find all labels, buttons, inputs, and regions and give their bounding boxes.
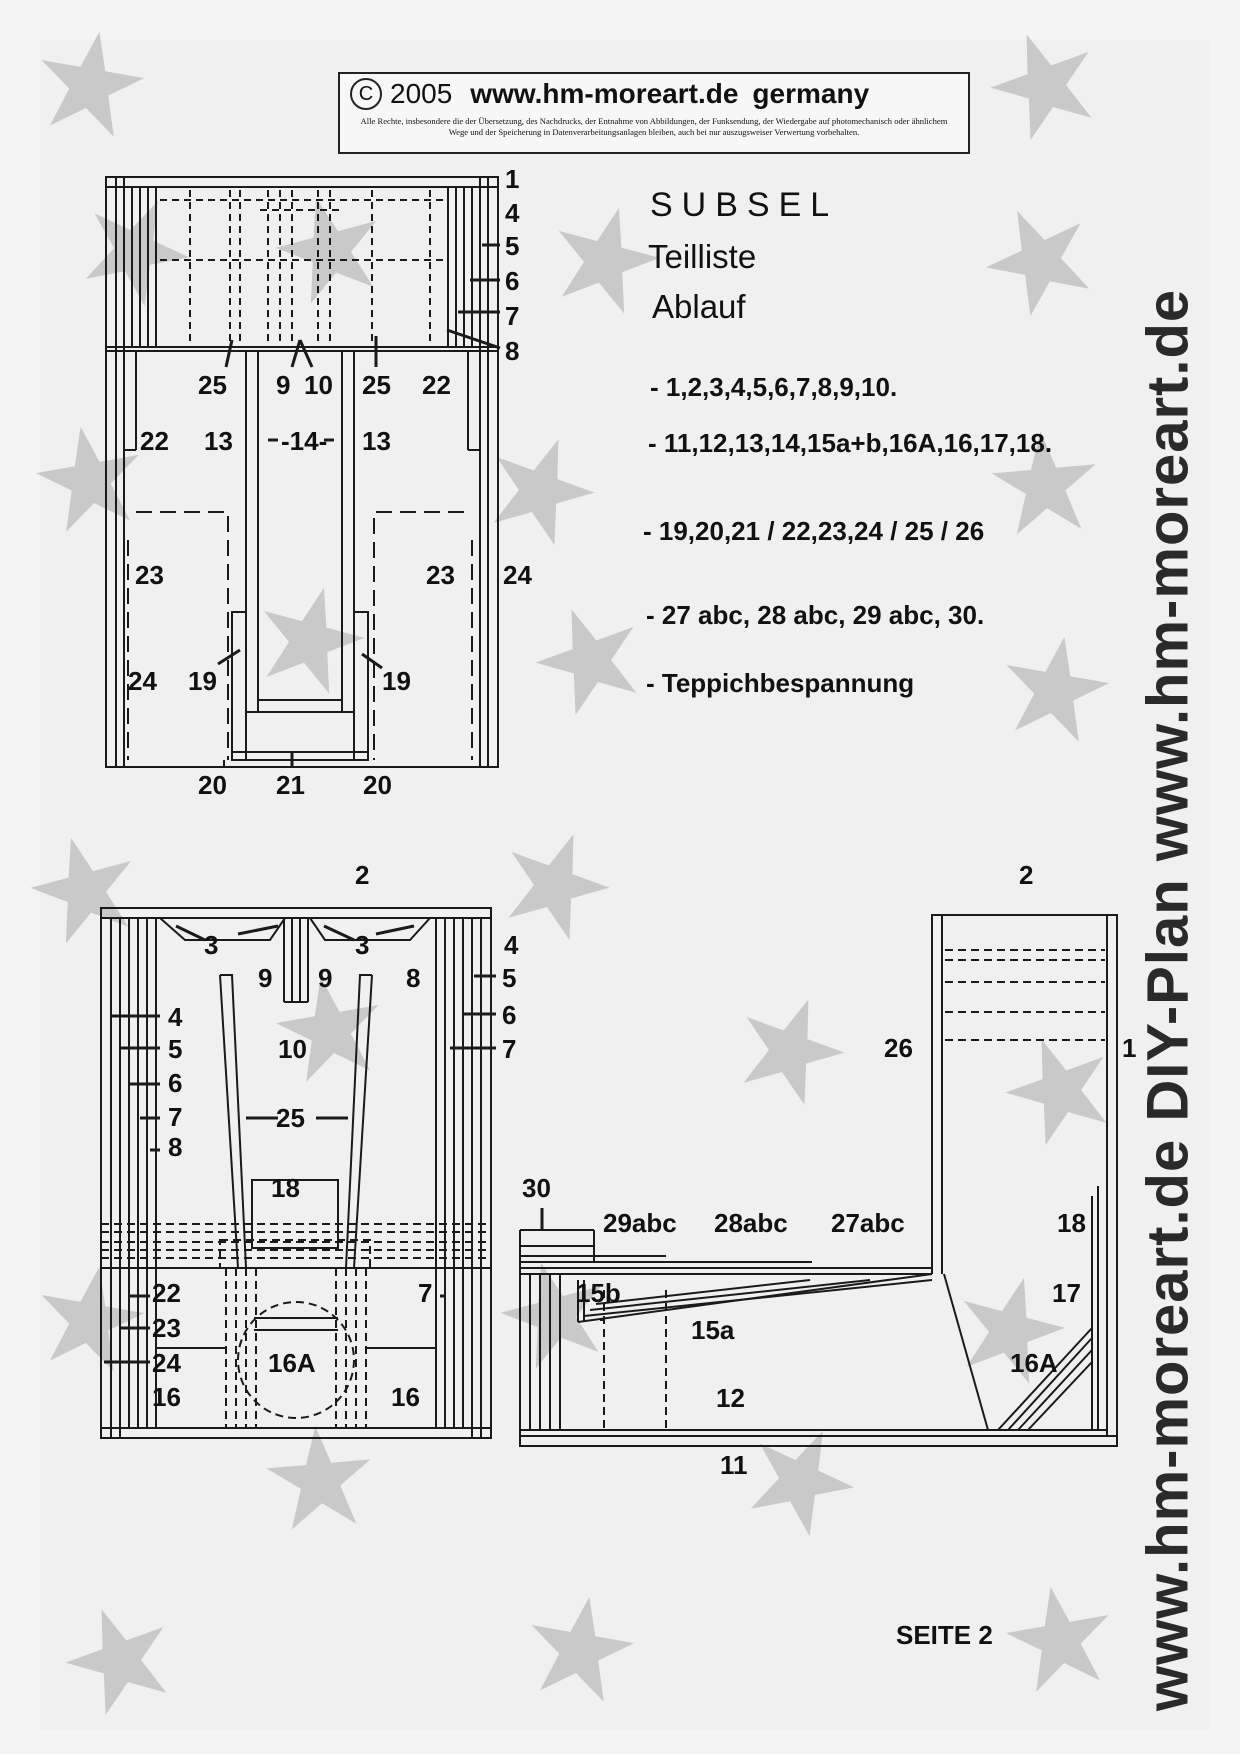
top-view-drawing: [105, 176, 499, 768]
part-label: 23: [135, 560, 164, 590]
part-label: 24: [152, 1348, 181, 1378]
part-label: 3: [355, 930, 370, 960]
part-label: 2: [1019, 860, 1034, 890]
part-label: 8: [168, 1132, 183, 1162]
part-label: 22: [140, 426, 169, 456]
part-label: 25: [198, 370, 227, 400]
part-label: 10: [304, 370, 333, 400]
paper-sheet: [40, 40, 1210, 1730]
part-label: 29abc: [603, 1208, 677, 1238]
part-label: 23: [152, 1313, 181, 1343]
part-label: 25: [276, 1103, 305, 1133]
part-label: 5: [168, 1034, 183, 1064]
part-label: 26: [884, 1033, 913, 1063]
part-label: 3: [204, 930, 219, 960]
part-label: 4: [168, 1002, 183, 1032]
part-label: 6: [168, 1068, 183, 1098]
subtitle-parts-list: Teilliste: [648, 238, 757, 275]
part-label: 10: [278, 1034, 307, 1064]
subtitle-sequence: Ablauf: [652, 288, 746, 325]
copyright-country: germany: [752, 78, 870, 109]
front-view-drawing: [100, 907, 492, 1439]
part-label: 1: [1122, 1033, 1137, 1063]
assembly-step: - 1,2,3,4,5,6,7,8,9,10.: [650, 372, 898, 402]
part-label: 7: [502, 1034, 517, 1064]
part-label: 6: [505, 266, 520, 296]
part-label: 13: [204, 426, 233, 456]
part-label: 4: [505, 198, 520, 228]
page-title: SUBSEL: [650, 186, 839, 224]
copyright-notice: Alle Rechte, insbesondere die der Überse…: [360, 116, 948, 137]
copyright-url: www.hm-moreart.de: [470, 78, 739, 109]
part-label: 17: [1052, 1278, 1081, 1308]
part-label: 5: [502, 963, 517, 993]
part-label: 22: [422, 370, 451, 400]
copyright-line: C 2005 www.hm-moreart.de germany: [350, 78, 869, 110]
part-label: 19: [188, 666, 217, 696]
part-label: 1: [505, 164, 520, 194]
copyright-year: 2005: [390, 78, 453, 109]
part-label: 15b: [576, 1278, 621, 1308]
side-watermark: www.hm-moreart.de DIY-Plan www.hm-morear…: [1135, 288, 1201, 1712]
part-label: 20: [198, 770, 227, 800]
assembly-step: - 11,12,13,14,15a+b,16A,16,17,18.: [648, 428, 1053, 458]
part-label: 7: [168, 1102, 183, 1132]
part-label: 7: [505, 301, 520, 331]
part-label: 8: [406, 963, 421, 993]
part-label: 12: [716, 1383, 745, 1413]
part-label: 18: [271, 1173, 300, 1203]
part-label: 9: [318, 963, 333, 993]
part-label: 9: [258, 963, 273, 993]
part-label: 16: [152, 1382, 181, 1412]
copyright-symbol-icon: C: [350, 78, 382, 110]
part-label: 7: [418, 1278, 433, 1308]
part-label: 24: [503, 560, 532, 590]
part-label: 13: [362, 426, 391, 456]
part-label: 22: [152, 1278, 181, 1308]
part-label: 23: [426, 560, 455, 590]
part-label: 9: [276, 370, 291, 400]
part-label: 30: [522, 1173, 551, 1203]
part-label: 5: [505, 231, 520, 261]
part-label: 27abc: [831, 1208, 905, 1238]
part-label: 8: [505, 336, 520, 366]
page-number: SEITE 2: [896, 1620, 993, 1650]
part-label: 24: [128, 666, 157, 696]
part-label: 4: [504, 930, 519, 960]
part-label: 20: [363, 770, 392, 800]
part-label: 28abc: [714, 1208, 788, 1238]
assembly-step: - Teppichbespannung: [646, 668, 915, 698]
part-label: 25: [362, 370, 391, 400]
part-label: 16: [391, 1382, 420, 1412]
part-label: 16A: [268, 1348, 316, 1378]
part-label: 18: [1057, 1208, 1086, 1238]
part-label: 16A: [1010, 1348, 1058, 1378]
side-view-drawing: [519, 914, 1118, 1447]
copyright-box: C 2005 www.hm-moreart.de germany Alle Recht…: [338, 72, 970, 154]
part-label: -14-: [281, 426, 328, 456]
assembly-step: - 19,20,21 / 22,23,24 / 25 / 26: [643, 516, 985, 546]
part-label: 15a: [691, 1315, 735, 1345]
part-label: 11: [720, 1450, 748, 1480]
leader-lines: [104, 243, 544, 1364]
part-label: 2: [355, 860, 370, 890]
part-label: 19: [382, 666, 411, 696]
part-label: 6: [502, 1000, 517, 1030]
assembly-step: - 27 abc, 28 abc, 29 abc, 30.: [646, 600, 985, 630]
part-label: 21: [276, 770, 305, 800]
